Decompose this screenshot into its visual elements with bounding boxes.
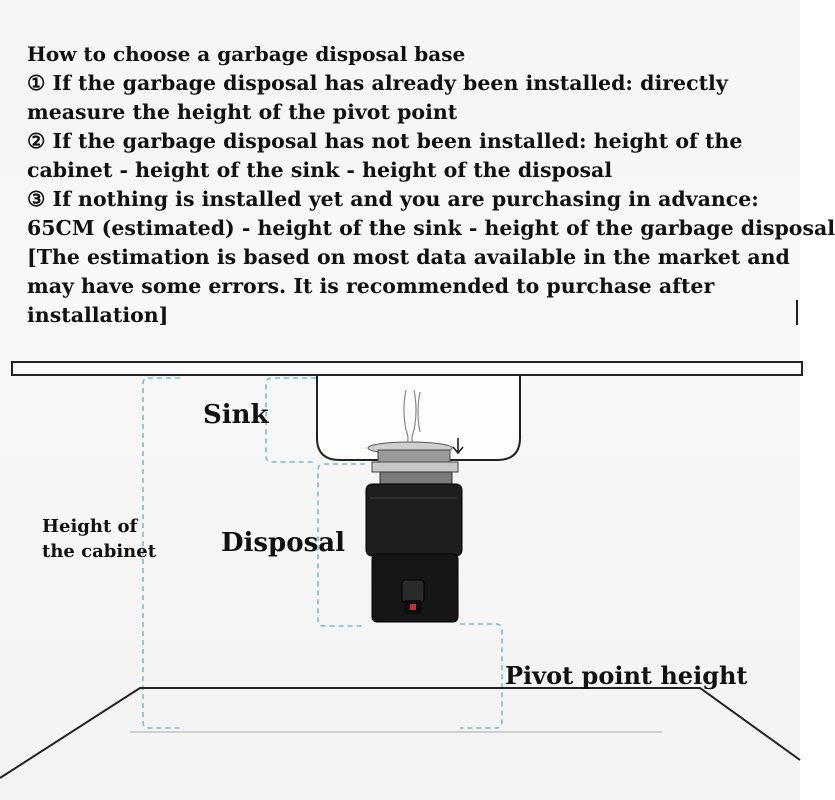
instruction-line: may have some errors. It is recommended … bbox=[27, 274, 715, 298]
pivot-point-height-label: Pivot point height bbox=[505, 661, 748, 690]
countertop bbox=[11, 361, 803, 376]
instructions-title: How to choose a garbage disposal base bbox=[27, 42, 466, 66]
cabinet-height-label: Height of the cabinet bbox=[42, 514, 162, 564]
sink-label: Sink bbox=[203, 400, 269, 430]
disposal-label: Disposal bbox=[221, 528, 345, 558]
instruction-line: ① If the garbage disposal has already be… bbox=[27, 71, 728, 95]
instruction-line: 65CM (estimated) - height of the sink - … bbox=[27, 216, 835, 240]
disposal-unit bbox=[365, 483, 463, 623]
instruction-line: [The estimation is based on most data av… bbox=[27, 245, 790, 269]
drain-arrow-icon bbox=[452, 438, 464, 455]
cabinet-floor bbox=[0, 687, 801, 779]
instruction-line: ② If the garbage disposal has not been i… bbox=[27, 129, 743, 153]
instruction-line: ③ If nothing is installed yet and you ar… bbox=[27, 187, 759, 211]
sink-height-guide bbox=[265, 377, 316, 463]
disposal-flange bbox=[367, 441, 459, 485]
instruction-line: cabinet - height of the sink - height of… bbox=[27, 158, 613, 182]
cabinet-label-line1: Height of bbox=[42, 516, 138, 537]
dimension-guides bbox=[142, 377, 503, 729]
installation-diagram bbox=[0, 300, 803, 779]
instruction-line: measure the height of the pivot point bbox=[27, 100, 458, 124]
disposal-height-guide bbox=[317, 463, 365, 627]
instructions-block: How to choose a garbage disposal base ① … bbox=[27, 40, 835, 330]
instruction-line: installation] bbox=[27, 303, 169, 327]
cabinet-label-line2: the cabinet bbox=[42, 541, 157, 562]
cabinet-height-guide bbox=[142, 377, 180, 729]
pivot-height-guide bbox=[460, 623, 503, 729]
